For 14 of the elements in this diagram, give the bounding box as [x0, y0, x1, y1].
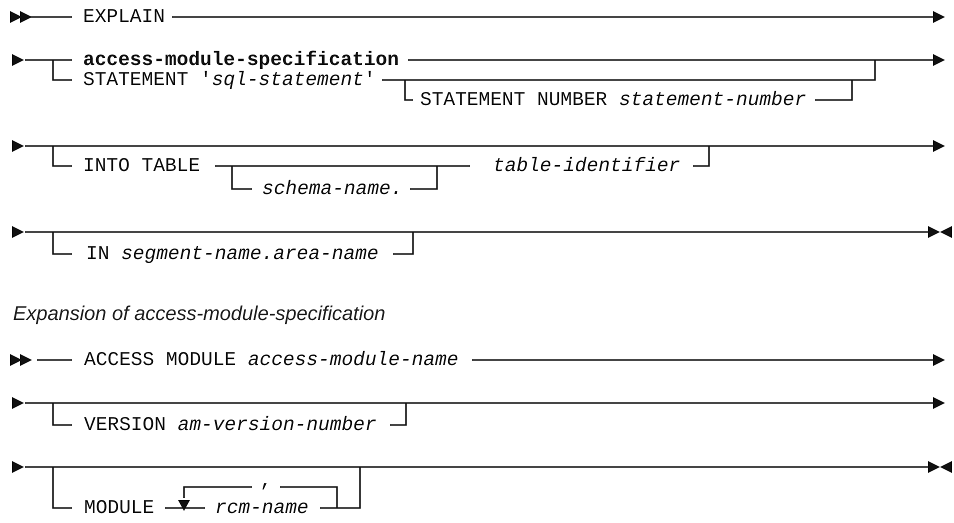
syntax-keyword: MODULE — [84, 497, 154, 519]
syntax-keyword: IN segment-name.area-name — [86, 243, 379, 265]
syntax-keyword: EXPLAIN — [83, 6, 165, 28]
syntax-keyword: VERSION am-version-number — [84, 414, 377, 436]
syntax-keyword: ACCESS MODULE access-module-name — [84, 349, 458, 371]
syntax-keyword: , — [260, 470, 272, 492]
section-heading: Expansion of access-module-specification — [13, 303, 386, 325]
syntax-variable: rcm-name — [215, 497, 309, 519]
syntax-variable: table-identifier — [493, 155, 680, 177]
syntax-keyword: STATEMENT 'sql-statement' — [83, 69, 376, 91]
syntax-keyword: STATEMENT NUMBER statement-number — [420, 89, 806, 111]
syntax-keyword: INTO TABLE — [83, 155, 200, 177]
syntax-term: access-module-specification — [83, 49, 399, 71]
syntax-variable: schema-name. — [262, 178, 402, 200]
